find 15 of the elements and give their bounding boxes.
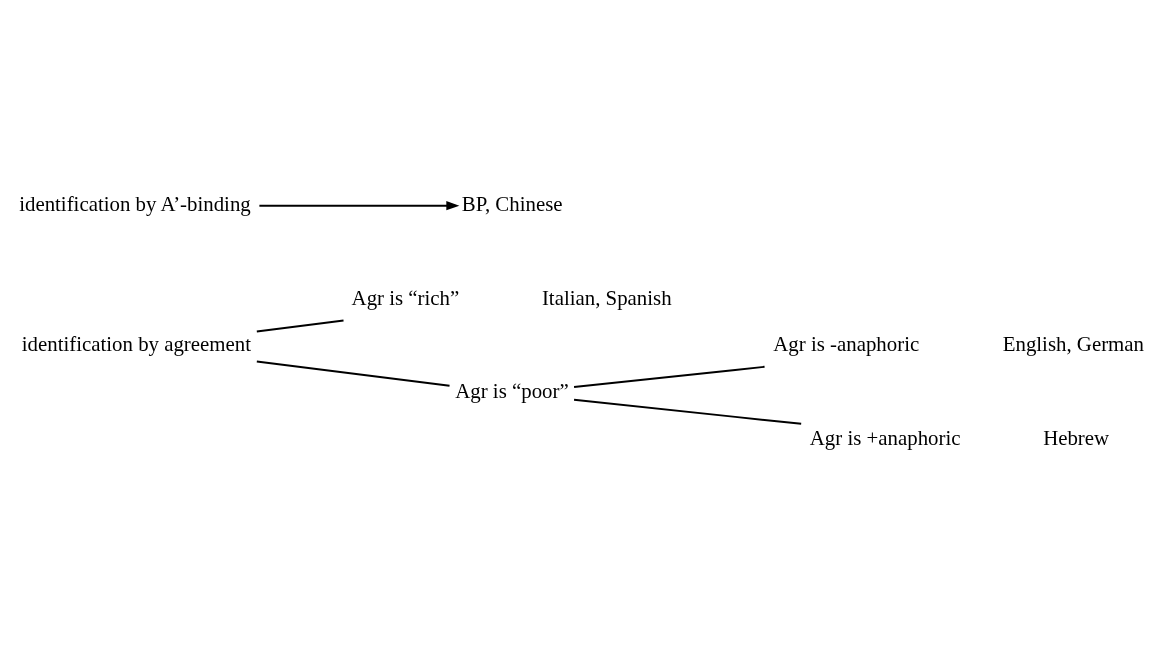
node-label: English, German [1002,331,1144,356]
node-text: identification by agreement [21,331,252,356]
node-text: BP, Chinese [461,191,563,216]
node-label: Hebrew [1043,425,1110,450]
connector [255,359,451,387]
node-text: Agr is “rich” [351,284,460,309]
node-text: Agr is “poor” [455,378,569,403]
node-text: Agr is -anaphoric [773,331,920,356]
node-text: identification by A’-binding [19,191,251,216]
node-label: Italian, Spanish [541,284,672,309]
node-text: Agr is +anaphoric [809,425,961,450]
connector [573,365,766,388]
connector [255,319,345,332]
arrow [258,200,460,210]
connector [573,398,803,425]
